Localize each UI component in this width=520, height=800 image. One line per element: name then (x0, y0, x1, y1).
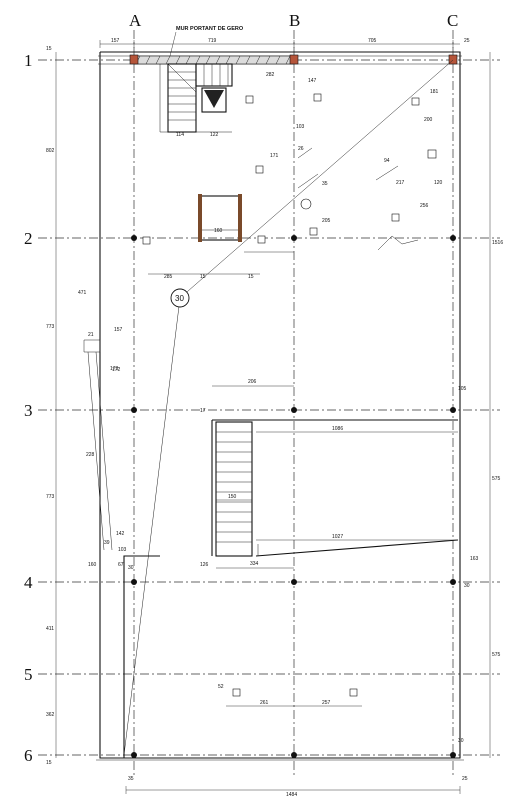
dim-row5-right: 257 (322, 700, 331, 706)
upper-staircase (159, 63, 233, 133)
dim-misc-217: 217 (396, 180, 405, 186)
dim-misc-15b: 15 (248, 274, 254, 280)
dim-right-2: 575 (492, 476, 501, 482)
dim-misc-26: 26 (298, 146, 304, 152)
dim-misc-200: 200 (424, 117, 433, 123)
dim-left-5: 411 (46, 626, 54, 632)
grid-label-a: A (129, 11, 142, 30)
dim-row4-width: 150 (228, 494, 237, 500)
dim-misc-30b: 30 (458, 738, 464, 744)
dim-misc-256: 256 (420, 203, 429, 209)
slab-outline (96, 51, 464, 761)
callout-text: 30 (175, 294, 184, 303)
dim-misc-157: 157 (114, 327, 123, 333)
grid-label-1: 1 (24, 51, 33, 70)
dim-misc-103b: 103 (296, 124, 305, 130)
dim-misc-160: 160 (214, 228, 223, 234)
dim-right-1: 1516 (492, 240, 503, 246)
dim-row4-span: 1027 (332, 534, 343, 540)
dim-misc-228: 228 (86, 452, 95, 458)
dim-misc-173: 173 (110, 366, 119, 372)
dim-misc-181: 181 (430, 89, 439, 95)
round-columns (131, 235, 456, 758)
dim-row5-left: 261 (260, 700, 269, 706)
dim-right-3: 575 (492, 652, 501, 658)
grid-label-5: 5 (24, 665, 33, 684)
grid-label-b: B (289, 11, 300, 30)
dim-misc-120: 120 (434, 180, 443, 186)
opening-rect (198, 194, 242, 242)
dim-misc-163: 163 (470, 556, 479, 562)
dimension-lines (55, 40, 491, 794)
wall-note: MUR PORTANT DE GERO (176, 26, 244, 32)
dim-misc-171: 171 (270, 153, 279, 159)
dim-misc-30c: 30 (464, 583, 470, 589)
dim-misc-147: 147 (308, 78, 317, 84)
grid-lines (38, 30, 500, 778)
dim-misc-105: 105 (458, 386, 467, 392)
dim-misc-142: 142 (116, 531, 125, 537)
dim-left-6: 362 (46, 712, 55, 718)
dim-misc-67: 67 (118, 562, 124, 568)
grid-label-c: C (447, 11, 458, 30)
dim-misc-103: 103 (118, 547, 127, 553)
dim-misc-15a: 15 (200, 274, 206, 280)
dim-left-7: 15 (46, 760, 52, 766)
dim-misc-39: 39 (104, 540, 110, 546)
left-projection (83, 339, 160, 758)
dim-top-4: 25 (464, 38, 470, 44)
grid-label-6: 6 (24, 746, 33, 765)
dim-landing: 206 (248, 379, 257, 385)
dim-misc-52: 52 (218, 684, 224, 690)
grid-label-3: 3 (24, 401, 33, 420)
dim-misc-17: 17 (200, 408, 206, 414)
dim-left-3: 773 (46, 324, 55, 330)
small-fixtures (142, 93, 437, 697)
dim-left-1: 15 (46, 46, 52, 52)
dim-misc-21: 21 (88, 332, 94, 338)
callout-30: 30 (170, 288, 190, 308)
dim-bottom-right: 25 (462, 776, 468, 782)
dim-misc-126: 126 (200, 562, 209, 568)
column-a1 (129, 54, 139, 65)
dim-misc-122: 122 (210, 132, 219, 138)
load-bearing-wall (133, 55, 295, 65)
dim-row3-span: 1086 (332, 426, 343, 432)
dim-misc-114: 114 (176, 132, 184, 138)
dim-top-2: 719 (208, 38, 217, 44)
dim-bottom-left: 35 (128, 776, 134, 782)
dim-misc-30: 30 (128, 565, 134, 571)
dim-left-4: 773 (46, 494, 55, 500)
dim-misc-94: 94 (384, 158, 390, 164)
reference-diagonals (123, 59, 454, 756)
column-b1 (289, 54, 299, 65)
grid-label-4: 4 (24, 573, 33, 592)
dim-misc-160b: 160 (88, 562, 97, 568)
grid-label-2: 2 (24, 229, 33, 248)
dim-misc-172: 172 (112, 367, 121, 373)
column-c1 (448, 54, 458, 65)
dim-misc-285: 285 (164, 274, 173, 280)
dim-bottom-total: 1484 (286, 792, 297, 798)
dim-misc-205: 205 (322, 218, 331, 224)
dim-misc-282: 282 (266, 72, 275, 78)
dim-misc-35: 35 (322, 181, 328, 187)
dim-top-3: 705 (368, 38, 377, 44)
right-stair-features (297, 147, 419, 251)
dim-left-2: 802 (46, 148, 55, 154)
dim-misc-471: 471 (78, 290, 87, 296)
dim-top-1: 157 (111, 38, 120, 44)
dim-row4-stair: 334 (250, 561, 259, 567)
lower-staircase (211, 419, 459, 557)
